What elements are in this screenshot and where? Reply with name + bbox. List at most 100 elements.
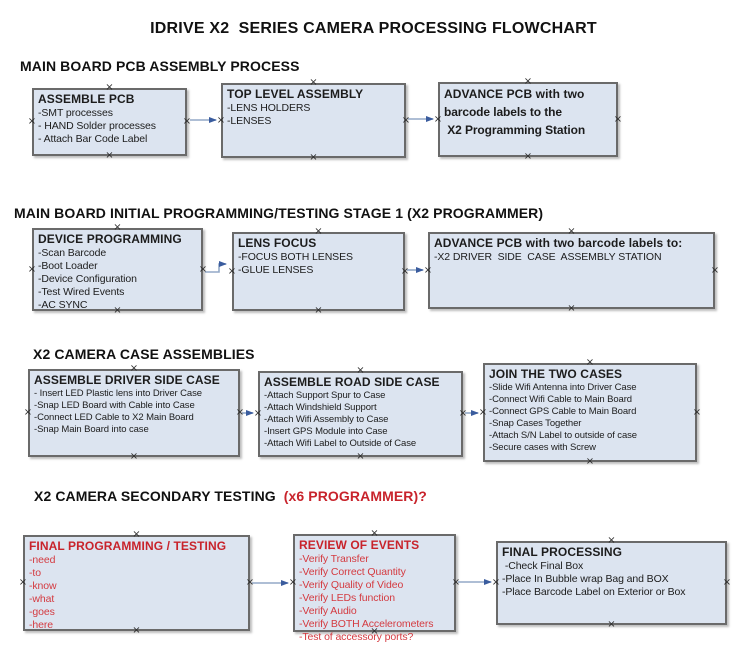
box-item: -need — [29, 554, 56, 566]
box-item: - Insert LED Plastic lens into Driver Ca… — [34, 388, 202, 399]
box-item: - HAND Solder processes — [38, 120, 156, 132]
connection-handle-right-icon: × — [710, 264, 720, 276]
connection-handle-bottom-icon: × — [585, 456, 595, 467]
box-item: -Verify BOTH Accelerometers — [299, 618, 434, 630]
box-item: -Snap Main Board into case — [34, 424, 149, 435]
connection-handle-top-icon: × — [113, 222, 122, 233]
box-item: -Attach Windshield Support — [264, 402, 377, 413]
box-title: ASSEMBLE ROAD SIDE CASE — [264, 375, 440, 389]
flow-box-top-level-assembly[interactable]: TOP LEVEL ASSEMBLY-LENS HOLDERS-LENSES — [221, 83, 406, 158]
box-title: ASSEMBLE DRIVER SIDE CASE — [34, 373, 220, 387]
box-item: -Verify Quality of Video — [299, 579, 404, 591]
connection-handle-top-icon: × — [132, 529, 141, 540]
connection-handle-right-icon: × — [458, 408, 468, 419]
box-item: -what — [29, 593, 55, 605]
box-item: -Secure cases with Screw — [489, 442, 596, 453]
connection-handle-top-icon: × — [309, 77, 318, 88]
connection-handle-left-icon: × — [227, 265, 237, 277]
connection-handle-top-icon: × — [356, 365, 365, 376]
connection-handle-right-icon: × — [235, 407, 245, 418]
box-item: -here — [29, 619, 54, 631]
box-title: DEVICE PROGRAMMING — [38, 232, 182, 246]
flow-box-final-processing[interactable]: FINAL PROCESSING -Check Final Box-Place … — [496, 541, 727, 625]
box-item: -SMT processes — [38, 107, 113, 119]
box-item: -Check Final Box — [502, 560, 584, 572]
flow-box-join-the-two-cases[interactable]: JOIN THE TWO CASES-Slide Wifi Antenna in… — [483, 363, 697, 462]
connection-handle-top-icon: × — [607, 535, 616, 546]
flow-box-review-of-events[interactable]: REVIEW OF EVENTS-Verify Transfer-Verify … — [293, 534, 456, 643]
connection-handle-bottom-icon: × — [309, 152, 318, 163]
connection-handle-left-icon: × — [27, 116, 37, 127]
connection-handle-top-icon: × — [523, 76, 533, 87]
page-title: IDRIVE X2 SERIES CAMERA PROCESSING FLOWC… — [150, 20, 597, 37]
flow-box-lens-focus[interactable]: LENS FOCUS-FOCUS BOTH LENSES-GLUE LENSES — [232, 232, 405, 311]
connection-handle-bottom-icon: × — [105, 150, 114, 161]
box-title: LENS FOCUS — [238, 236, 317, 250]
connection-handle-bottom-icon: × — [113, 305, 122, 316]
box-item: -Attach Wifi Assembly to Case — [264, 414, 389, 425]
box-item: - Attach Bar Code Label — [38, 133, 148, 145]
connection-handle-left-icon: × — [23, 407, 33, 418]
connection-handle-left-icon: × — [433, 113, 443, 125]
connection-handle-right-icon: × — [722, 577, 732, 588]
box-item: -know — [29, 580, 57, 592]
connection-handle-left-icon: × — [18, 577, 28, 588]
connection-handle-bottom-icon: × — [567, 303, 576, 314]
box-item: -Verify Correct Quantity — [299, 566, 406, 578]
connection-handle-bottom-icon: × — [132, 625, 141, 636]
connection-handle-top-icon: × — [585, 357, 595, 368]
connector-device-programming-to-lens-focus — [205, 261, 227, 273]
box-item: -FOCUS BOTH LENSES — [238, 251, 353, 263]
connection-handle-bottom-icon: × — [129, 451, 139, 462]
box-item: -Attach Support Spur to Case — [264, 390, 386, 401]
connection-handle-left-icon: × — [27, 263, 37, 275]
box-title: ASSEMBLE PCB — [38, 92, 135, 106]
box-item: X2 Programming Station — [444, 123, 586, 137]
section-heading-secondary-testing-red: (x6 PROGRAMMER)? — [279, 488, 427, 504]
box-title: REVIEW OF EVENTS — [299, 538, 420, 552]
connection-handle-bottom-icon: × — [370, 626, 379, 637]
connection-handle-right-icon: × — [198, 263, 208, 275]
box-item: -Snap Cases Together — [489, 418, 582, 429]
connection-handle-right-icon: × — [451, 577, 461, 588]
box-title: ADVANCE PCB with two barcode labels to: — [434, 236, 683, 250]
flow-box-advance-pcb-to-case-assembly[interactable]: ADVANCE PCB with two barcode labels to:-… — [428, 232, 715, 309]
box-item: -X2 DRIVER SIDE CASE ASSEMBLY STATION — [434, 251, 662, 263]
connection-handle-left-icon: × — [491, 577, 501, 588]
box-item: -Verify Audio — [299, 605, 357, 617]
flow-box-device-programming[interactable]: DEVICE PROGRAMMING-Scan Barcode-Boot Loa… — [32, 228, 203, 311]
box-item: -LENSES — [227, 115, 272, 127]
box-item: -Place Barcode Label on Exterior or Box — [502, 586, 686, 598]
connection-handle-right-icon: × — [401, 114, 411, 126]
connection-handle-left-icon: × — [216, 114, 226, 126]
box-item: -to — [29, 567, 41, 579]
box-item: -Verify Transfer — [299, 553, 369, 565]
flow-box-assemble-pcb[interactable]: ASSEMBLE PCB-SMT processes- HAND Solder … — [32, 88, 187, 156]
flow-box-assemble-driver-side-case[interactable]: ASSEMBLE DRIVER SIDE CASE- Insert LED Pl… — [28, 369, 240, 457]
box-item: -Insert GPS Module into Case — [264, 426, 388, 437]
flow-box-final-programming-testing[interactable]: FINAL PROGRAMMING / TESTING-need-to-know… — [23, 535, 250, 631]
box-item: -Connect LED Cable to X2 Main Board — [34, 412, 194, 423]
connection-handle-right-icon: × — [245, 577, 255, 588]
connection-handle-top-icon: × — [567, 226, 576, 237]
connection-handle-left-icon: × — [253, 408, 263, 419]
box-item: -GLUE LENSES — [238, 264, 314, 276]
box-item: -Place In Bubble wrap Bag and BOX — [502, 573, 669, 585]
box-item: -Attach Wifi Label to Outside of Case — [264, 438, 417, 449]
flow-box-assemble-road-side-case[interactable]: ASSEMBLE ROAD SIDE CASE-Attach Support S… — [258, 371, 463, 457]
connection-handle-bottom-icon: × — [356, 451, 365, 462]
box-title: FINAL PROGRAMMING / TESTING — [29, 539, 227, 553]
connection-handle-left-icon: × — [288, 577, 298, 588]
connection-handle-bottom-icon: × — [314, 305, 323, 316]
box-item: -Snap LED Board with Cable into Case — [34, 400, 195, 411]
section-heading-pcb-assembly: MAIN BOARD PCB ASSEMBLY PROCESS — [20, 58, 300, 74]
box-item: -Connect Wifi Cable to Main Board — [489, 394, 632, 405]
box-item: -goes — [29, 606, 55, 618]
box-item: -Attach S/N Label to outside of case — [489, 430, 637, 441]
box-item: -Device Configuration — [38, 273, 137, 285]
